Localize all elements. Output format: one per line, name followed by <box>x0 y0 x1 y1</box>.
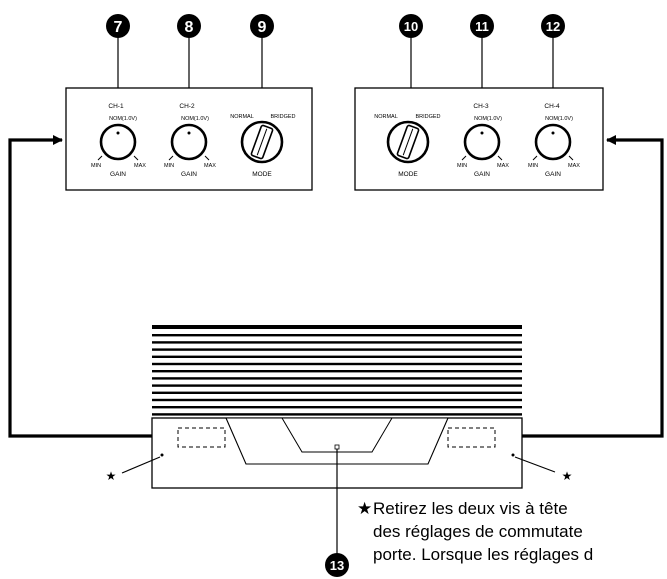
svg-text:NORMAL: NORMAL <box>230 114 254 120</box>
left-connection-arrow <box>8 135 205 438</box>
svg-text:MAX: MAX <box>568 163 580 169</box>
heatsink-fin <box>152 398 522 402</box>
heatsink-fin <box>152 362 522 366</box>
right-screw-area <box>447 427 496 448</box>
heatsink-fin <box>152 341 522 344</box>
svg-text:GAIN: GAIN <box>110 171 126 178</box>
svg-text:CH-3: CH-3 <box>473 103 489 110</box>
instruction-note: ★ Retirez les deux vis à tête des réglag… <box>357 497 667 566</box>
svg-text:BRIDGED: BRIDGED <box>270 114 295 120</box>
svg-text:MODE: MODE <box>252 171 272 178</box>
ch1-gain-knob[interactable]: CH-1 NOM(1.0V) MIN MAX GAIN <box>91 103 146 178</box>
svg-text:MIN: MIN <box>528 163 538 169</box>
svg-text:GAIN: GAIN <box>545 171 561 178</box>
left-star-leader <box>121 456 161 474</box>
svg-text:8: 8 <box>185 19 194 36</box>
svg-text:MIN: MIN <box>164 163 174 169</box>
heatsink-fin <box>152 384 522 387</box>
ch4-gain-knob[interactable]: CH-4 NOM(1.0V) MIN MAX GAIN <box>528 103 580 178</box>
svg-text:CH-2: CH-2 <box>179 103 195 110</box>
svg-text:NOM(1.0V): NOM(1.0V) <box>109 116 137 122</box>
svg-text:NOM(1.0V): NOM(1.0V) <box>545 116 573 122</box>
note-line-3: porte. Lorsque les réglages d <box>373 545 594 564</box>
heatsink-fin <box>152 370 522 373</box>
svg-text:MAX: MAX <box>134 163 146 169</box>
svg-text:CH-1: CH-1 <box>108 103 124 110</box>
right-screw <box>511 453 515 457</box>
door-recess <box>281 417 393 453</box>
svg-text:BRIDGED: BRIDGED <box>415 114 440 120</box>
heatsink-fin <box>152 348 522 351</box>
left-mode-switch[interactable]: NORMAL BRIDGED MODE <box>230 114 295 178</box>
callout-11: 11 <box>470 14 494 125</box>
heatsink-fin <box>152 406 522 409</box>
svg-text:NOM(1.0V): NOM(1.0V) <box>181 116 209 122</box>
heatsink-fins <box>152 334 522 416</box>
heatsink-fin <box>152 413 522 416</box>
right-connection-arrow <box>496 135 664 438</box>
svg-text:MAX: MAX <box>497 163 509 169</box>
svg-text:MODE: MODE <box>398 171 418 178</box>
svg-text:GAIN: GAIN <box>181 171 197 178</box>
callout-12: 12 <box>541 14 565 125</box>
svg-text:MIN: MIN <box>457 163 467 169</box>
svg-text:MAX: MAX <box>204 163 216 169</box>
svg-text:13: 13 <box>330 558 344 573</box>
note-star: ★ <box>357 499 373 518</box>
svg-text:NOM(1.0V): NOM(1.0V) <box>474 116 502 122</box>
svg-text:CH-4: CH-4 <box>544 103 560 110</box>
heatsink-top <box>152 325 522 329</box>
svg-text:10: 10 <box>404 19 418 34</box>
right-star-leader <box>514 456 556 473</box>
svg-text:MIN: MIN <box>91 163 101 169</box>
left-screw-area <box>177 427 226 448</box>
heatsink-fin <box>152 355 522 358</box>
callout-13: 13 <box>325 449 349 577</box>
left-star-marker: ★ <box>106 469 117 483</box>
right-star-marker: ★ <box>562 469 573 483</box>
note-line-1: Retirez les deux vis à tête <box>373 499 568 518</box>
svg-text:7: 7 <box>114 19 123 36</box>
heatsink-fin <box>152 377 522 380</box>
svg-text:GAIN: GAIN <box>474 171 490 178</box>
svg-text:12: 12 <box>546 19 560 34</box>
ch3-gain-knob[interactable]: CH-3 NOM(1.0V) MIN MAX GAIN <box>457 103 509 178</box>
ch2-gain-knob[interactable]: CH-2 NOM(1.0V) MIN MAX GAIN <box>164 103 216 178</box>
heatsink-fin <box>152 391 522 394</box>
svg-text:NORMAL: NORMAL <box>374 114 398 120</box>
note-line-2: des réglages de commutate <box>373 522 583 541</box>
right-mode-switch[interactable]: NORMAL BRIDGED MODE <box>374 114 440 178</box>
svg-text:11: 11 <box>475 19 489 34</box>
door-indicator <box>334 444 340 450</box>
svg-text:9: 9 <box>258 19 267 36</box>
left-screw <box>160 453 164 457</box>
heatsink-fin <box>152 334 522 337</box>
